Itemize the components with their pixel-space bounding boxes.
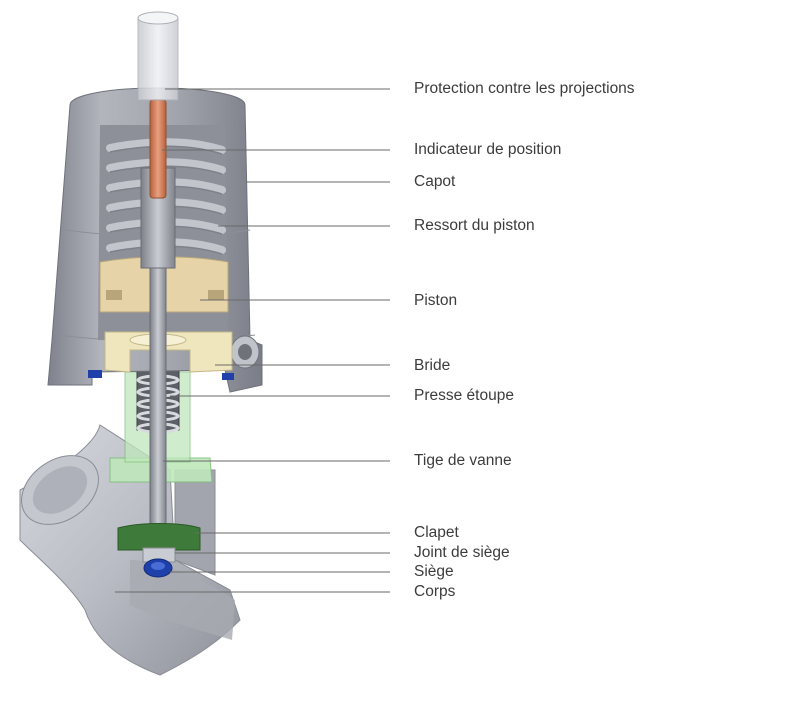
seat bbox=[143, 558, 173, 578]
label-joint: Joint de siège bbox=[414, 544, 510, 561]
label-capot: Capot bbox=[414, 173, 456, 190]
label-bride: Bride bbox=[414, 357, 451, 374]
label-presse: Presse étoupe bbox=[414, 387, 514, 404]
label-corps: Corps bbox=[414, 583, 456, 600]
label-siege: Siège bbox=[414, 563, 454, 580]
label-tige: Tige de vanne bbox=[414, 452, 512, 469]
label-piston: Piston bbox=[414, 292, 458, 309]
valve-disc bbox=[117, 523, 201, 551]
label-ressort: Ressort du piston bbox=[414, 217, 535, 234]
position-indicator bbox=[149, 99, 167, 199]
label-clapet: Clapet bbox=[414, 524, 459, 541]
label-protection: Protection contre les projections bbox=[414, 80, 635, 97]
valve-stem bbox=[140, 167, 176, 566]
label-indicateur: Indicateur de position bbox=[414, 141, 562, 158]
leader-lines bbox=[115, 88, 390, 593]
splash-protection bbox=[137, 11, 179, 101]
